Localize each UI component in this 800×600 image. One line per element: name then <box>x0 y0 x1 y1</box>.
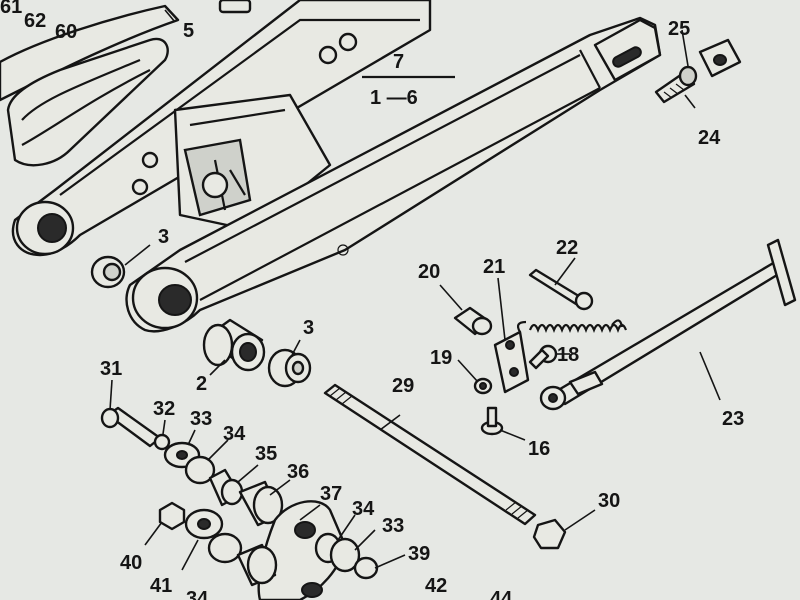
part-adjuster-plate <box>698 38 742 78</box>
label-16: 16 <box>528 438 550 460</box>
label-24: 24 <box>698 127 721 149</box>
reference-denominator: 1 —6 <box>370 87 418 109</box>
part-nut-39 <box>353 556 379 580</box>
label-44: 44 <box>490 588 513 600</box>
label-33-right: 33 <box>382 515 404 537</box>
label-40: 40 <box>120 552 142 574</box>
part-labels: 61 62 60 5 25 24 3 22 20 21 19 18 2 3 31… <box>0 0 744 600</box>
part-washer-41 <box>184 508 224 540</box>
label-23: 23 <box>722 408 744 430</box>
label-21: 21 <box>483 256 505 278</box>
part-bush-lower <box>267 348 312 388</box>
label-18: 18 <box>557 344 579 366</box>
part-bolt-long <box>528 268 594 311</box>
label-20: 20 <box>418 261 440 283</box>
label-39: 39 <box>408 543 430 565</box>
part-bearing <box>202 318 266 372</box>
part-washer-33b <box>329 537 361 573</box>
part-bolt-16 <box>480 406 504 436</box>
part-spacer <box>453 306 493 336</box>
label-31: 31 <box>100 358 122 380</box>
swingarm-right-arm <box>125 16 662 333</box>
label-19: 19 <box>430 347 452 369</box>
label-62: 62 <box>24 10 46 32</box>
part-nut-40 <box>158 501 186 531</box>
label-2: 2 <box>196 373 207 395</box>
part-seal-34c <box>207 532 243 564</box>
part-return-spring <box>516 319 628 333</box>
label-34-bottom: 34 <box>186 588 209 600</box>
part-pivot-bolt-18 <box>528 344 558 370</box>
part-washer-32 <box>153 433 171 451</box>
part-washer-19 <box>473 377 493 395</box>
label-25: 25 <box>668 18 690 40</box>
part-stand <box>539 238 797 411</box>
part-spacer-35 <box>208 468 244 507</box>
part-bush-upper <box>90 255 126 289</box>
label-29: 29 <box>392 375 414 397</box>
frame-upper-left <box>0 0 252 167</box>
label-30: 30 <box>598 490 620 512</box>
label-35: 35 <box>255 443 277 465</box>
label-22: 22 <box>556 237 578 259</box>
leader-lines <box>109 9 721 571</box>
label-34: 34 <box>223 423 246 445</box>
part-adjuster-bolt <box>654 65 698 104</box>
part-spindle-nut <box>532 518 567 550</box>
label-60: 60 <box>55 21 77 43</box>
label-34-right: 34 <box>352 498 375 520</box>
label-37: 37 <box>320 483 342 505</box>
label-42: 42 <box>425 575 447 597</box>
part-pivot-spindle <box>323 383 537 526</box>
part-stand-bracket <box>493 330 530 394</box>
part-bush-36 <box>238 480 284 527</box>
reference-note: 7 1 —6 <box>362 51 455 109</box>
part-seal-34 <box>184 455 216 485</box>
part-bolt-31 <box>100 406 162 448</box>
label-3-lower: 3 <box>303 317 314 339</box>
label-61: 61 <box>0 0 22 18</box>
label-36: 36 <box>287 461 309 483</box>
label-33: 33 <box>190 408 212 430</box>
part-bush-lower-left <box>236 543 278 587</box>
reference-numerator: 7 <box>393 51 404 73</box>
label-5: 5 <box>183 20 194 42</box>
label-3-upper: 3 <box>158 226 169 248</box>
label-41: 41 <box>150 575 172 597</box>
label-32: 32 <box>153 398 175 420</box>
